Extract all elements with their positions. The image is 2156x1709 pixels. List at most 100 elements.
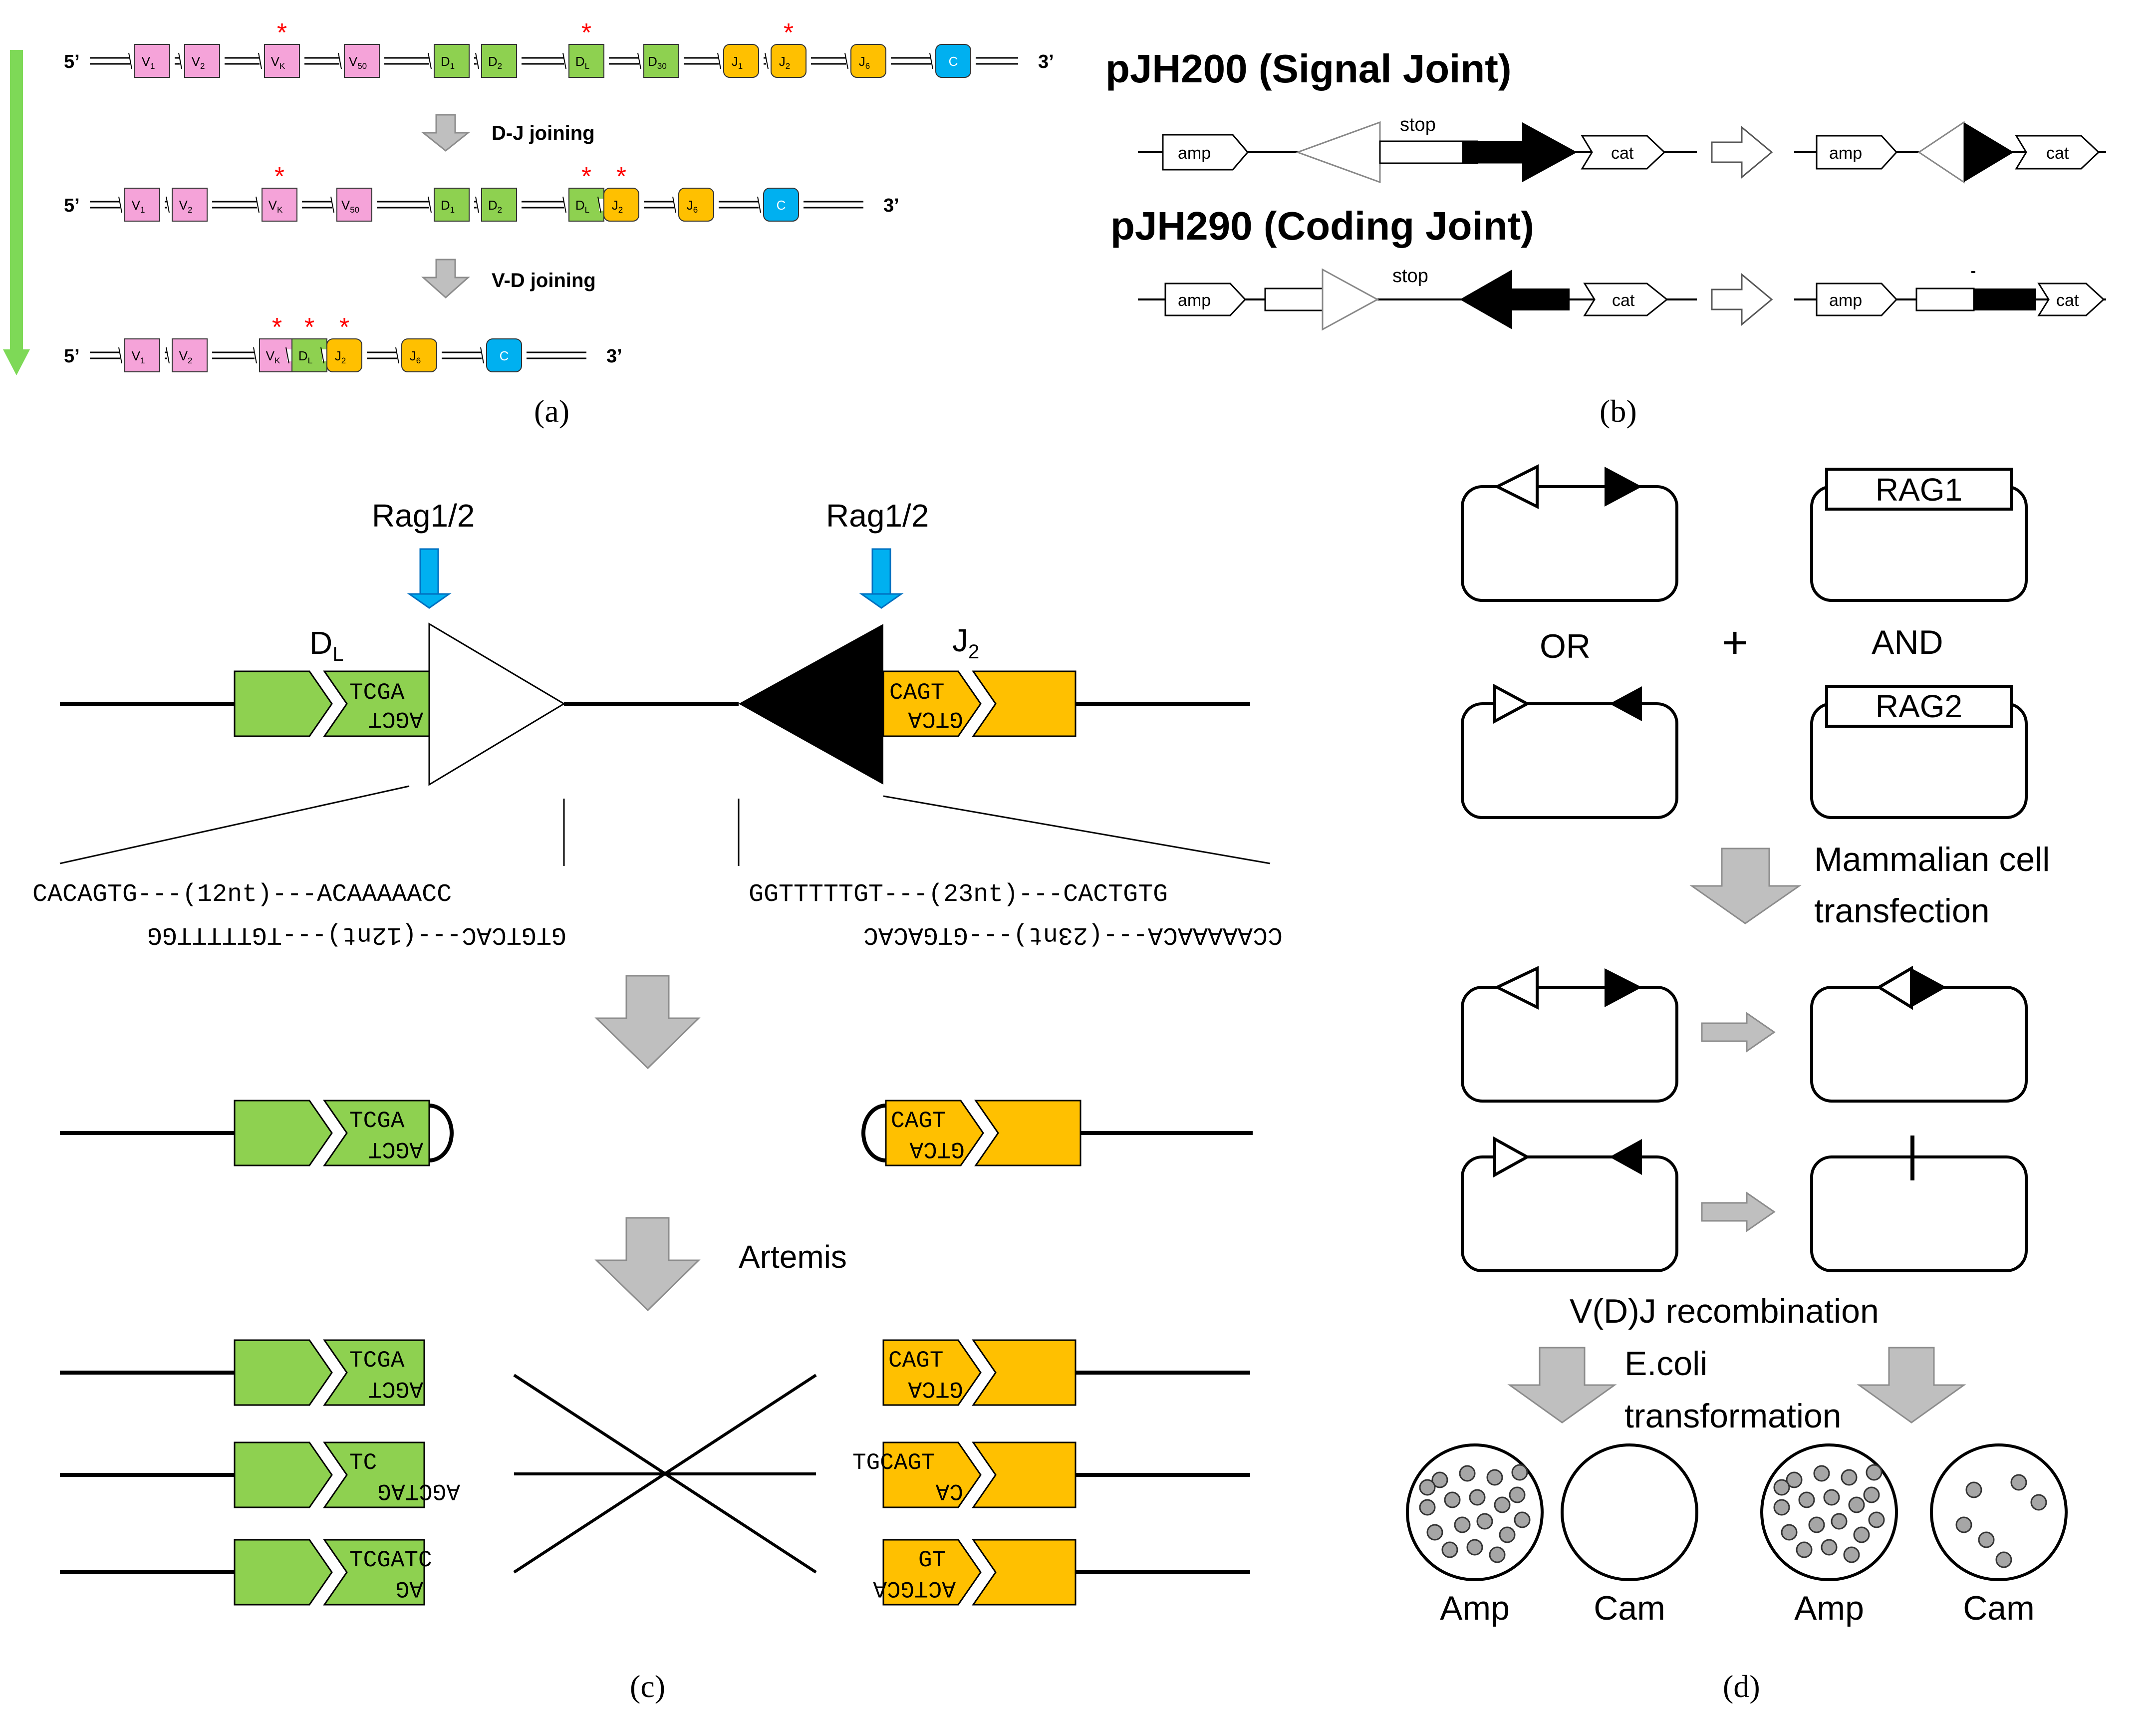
segment-label: D1 — [441, 54, 455, 71]
colony — [1823, 1489, 1840, 1506]
colony — [1821, 1539, 1838, 1556]
colony — [1514, 1511, 1531, 1528]
rag1-label: RAG1 — [1876, 472, 1962, 508]
j2-label: J2 — [952, 622, 979, 663]
pjh200-title: pJH200 (Signal Joint) — [1105, 46, 1511, 91]
rag-left-label: Rag1/2 — [372, 498, 475, 534]
rss-12-open-triangle — [1295, 121, 1381, 184]
pjh290-substrate: amp stop cat — [1138, 266, 1697, 331]
rss-23-filled-triangle — [1522, 122, 1577, 182]
colony — [1419, 1499, 1436, 1516]
j2-top-seq: CAGT — [889, 680, 944, 706]
rag-left-arrow — [407, 548, 452, 609]
segment-d-30: D30 — [637, 44, 684, 78]
colony — [1426, 1524, 1443, 1541]
colony — [1995, 1551, 2012, 1568]
colony — [1843, 1546, 1860, 1563]
segment-label: V2 — [192, 54, 205, 71]
plasmid-rag1: RAG1 — [1810, 468, 2028, 602]
segment-label: V2 — [179, 348, 193, 365]
colony — [1773, 1479, 1790, 1496]
rag2-label: RAG2 — [1876, 688, 1962, 724]
colony — [1459, 1465, 1476, 1482]
colony — [2030, 1494, 2047, 1511]
segment-j-2: J2* — [320, 313, 367, 372]
segment-label: J6 — [410, 348, 421, 365]
process-arrow — [1711, 125, 1773, 179]
panel-c-rag-cleavage: Rag1/2 Rag1/2 DL J2 TCGA AGCT C — [32, 498, 1283, 1704]
hp-left-bottom-seq: AGCT — [368, 1136, 423, 1162]
amp-label: amp — [1829, 144, 1862, 163]
colony — [1494, 1496, 1511, 1513]
segment-label: C — [500, 348, 509, 363]
segment-label: J6 — [687, 198, 698, 215]
colony — [1773, 1499, 1790, 1516]
segment-j-6: J6 — [844, 44, 891, 78]
segment-label: D2 — [488, 198, 502, 215]
segment-label: J2 — [612, 198, 623, 215]
colony — [1419, 1479, 1436, 1496]
segment-label: D2 — [488, 54, 502, 71]
rss23-bottom-seq: CCAAAAACA---(23nt)---GTGACAC — [863, 920, 1283, 949]
rag-right-label: Rag1/2 — [826, 498, 929, 534]
cat-label: cat — [2056, 291, 2079, 310]
segment-label: VK — [271, 54, 285, 71]
transfection-line1: Mammalian cell — [1814, 841, 2050, 878]
segment-label: D30 — [648, 54, 667, 71]
colony — [1509, 1486, 1526, 1503]
segment-label: C — [777, 198, 786, 213]
cat-label: cat — [2046, 144, 2069, 163]
plate-2: Cam — [1561, 1443, 1698, 1627]
stop-label: stop — [1400, 114, 1436, 135]
plasmid-rag2: RAG2 — [1810, 685, 2028, 819]
opened-coding-ends: TCGAAGCTCAGTGTCATCAGCTAGTGCAGTCATCGATCAG… — [60, 1339, 1250, 1606]
right-top-seq: GT — [918, 1547, 946, 1573]
ecoli-line1: E.coli — [1624, 1345, 1707, 1383]
selected-segment-star: * — [581, 162, 591, 191]
right-bottom-seq: CA — [935, 1478, 963, 1504]
segment-label: V50 — [349, 54, 367, 71]
segment-label: C — [949, 54, 958, 69]
pjh290-product: amp cat — [1794, 271, 2106, 316]
segment-label: V1 — [132, 348, 145, 365]
deletion-before — [1461, 1136, 1678, 1272]
panel-c-label: (c) — [630, 1669, 665, 1704]
segment-label: V50 — [341, 198, 359, 215]
plate-4: Cam — [1930, 1443, 2068, 1627]
pjh200-product: amp cat — [1794, 121, 2106, 184]
three-prime-label: 3’ — [606, 346, 622, 367]
transformation-arrow-left — [1507, 1347, 1617, 1424]
colony — [1848, 1496, 1865, 1513]
right-bottom-seq: ACTGCA — [873, 1575, 956, 1601]
segment-label: DL — [575, 198, 589, 215]
and-label: AND — [1872, 623, 1943, 661]
segment-label: VK — [269, 198, 283, 215]
artemis-label: Artemis — [739, 1239, 847, 1275]
rss12-top-seq: CACAGTG---(12nt)---ACAAAAACC — [32, 880, 452, 909]
segment-v-2: V2 — [166, 188, 212, 222]
three-prime-label: 3’ — [1038, 51, 1054, 72]
plasmid-inversion-substrate — [1461, 464, 1678, 602]
rss-23-triangle — [739, 624, 883, 785]
recombination-arrow — [1701, 1191, 1776, 1232]
panel-b-plasmid-constructs: pJH200 (Signal Joint) pJH290 (Coding Joi… — [1105, 46, 2106, 429]
hp-left-top-seq: TCGA — [349, 1108, 405, 1134]
selected-segment-star: * — [581, 18, 591, 47]
vd-joining-arrow — [421, 259, 470, 299]
selected-segment-star: * — [272, 313, 282, 342]
colony — [1978, 1531, 1995, 1548]
colony — [1781, 1524, 1798, 1541]
colony — [1853, 1526, 1870, 1543]
rss23-top-seq: GGTTTTTGT---(23nt)---CACTGTG — [749, 880, 1168, 909]
plate-3: Amp — [1760, 1443, 1898, 1627]
segment-d-1: D1 — [428, 188, 474, 222]
selected-segment-star: * — [277, 18, 287, 47]
right-bottom-seq: GTCA — [908, 1376, 963, 1402]
cleavage-arrow — [594, 975, 701, 1070]
